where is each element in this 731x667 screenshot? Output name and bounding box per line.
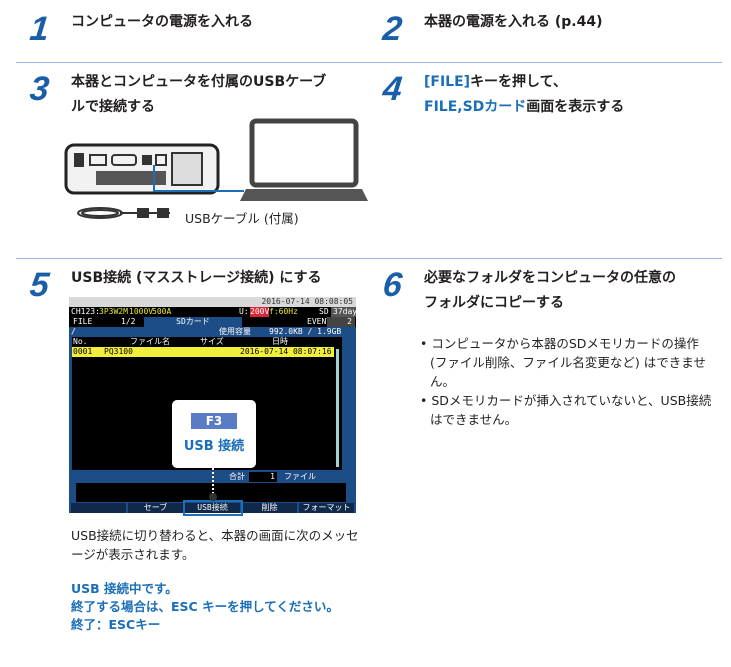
usb-message: USB 接続中です。 終了する場合は、ESC キーを押してください。 終了：ES… xyxy=(71,580,339,634)
voltage-range: 1000V xyxy=(129,307,154,316)
page-indicator: 1/2 xyxy=(121,317,136,326)
step-6-title-line2: フォルダにコピーする xyxy=(424,295,564,311)
step-5-body: USB接続に切り替わると、本器の画面に次のメッセージが表示されます。 xyxy=(71,528,359,562)
step-number-1: 1 xyxy=(28,10,51,48)
usage-value: 992.0KB / 1.9GB xyxy=(269,327,342,336)
step-6-notes: • コンピュータから本器のSDメモリカードの操作 (ファイル削除、ファイル名変更… xyxy=(420,334,716,429)
u-label: U: xyxy=(239,307,249,316)
sd-days: 37days xyxy=(331,307,356,317)
message-line: 終了する場合は、ESC キーを押してください。 xyxy=(71,599,339,614)
path: / xyxy=(71,327,76,336)
message-area xyxy=(76,483,346,502)
message-line: USB 接続中です。 xyxy=(71,581,178,596)
note-item: • SDメモリカードが挿入されていないと、USB接続はできません。 xyxy=(420,393,712,427)
note-item: • コンピュータから本器のSDメモリカードの操作 (ファイル削除、ファイル名変更… xyxy=(420,336,706,389)
file-name: PQ3100 xyxy=(104,347,133,356)
total-value: 1 xyxy=(249,472,277,482)
usb-connection-illustration xyxy=(64,118,368,219)
message-line: 終了：ESCキー xyxy=(71,617,161,632)
f3-key-icon: F3 xyxy=(191,413,237,429)
f3-callout: F3 USB 接続 xyxy=(172,400,256,468)
step-1-title: コンピュータの電源を入れる xyxy=(71,14,253,30)
step-number-2: 2 xyxy=(381,10,404,48)
step-3-title: 本器とコンピュータを付属のUSBケーブルで接続する xyxy=(71,70,326,120)
callout-connector xyxy=(212,468,214,498)
step-5-title: USB接続 (マスストレージ接続) にする xyxy=(71,270,322,286)
wiring: 3P3W2M xyxy=(99,307,128,316)
tab-sd-card[interactable]: SDカード xyxy=(144,317,242,327)
step-number-5: 5 xyxy=(28,266,51,304)
step-3-title-line1: 本器とコンピュータを付属のUSBケーブ xyxy=(71,74,327,90)
note-text: SDメモリカードが挿入されていないと、USB接続はできません。 xyxy=(430,393,712,427)
file-key: [FILE] xyxy=(424,74,471,90)
f3-highlight xyxy=(183,500,243,516)
divider xyxy=(16,258,722,259)
callout-dot xyxy=(209,493,217,501)
file-no: 0001 xyxy=(73,347,93,356)
screen-datetime: 2016-07-14 08:08:05 xyxy=(69,297,356,307)
column-file-name: ファイル名 xyxy=(130,337,170,346)
frequency: f:60Hz xyxy=(269,307,298,316)
laptop-icon xyxy=(240,118,368,201)
note-text: コンピュータから本器のSDメモリカードの操作 (ファイル削除、ファイル名変更など… xyxy=(430,336,706,389)
callout-label: USB 接続 xyxy=(183,439,245,454)
event-label: EVENT xyxy=(307,317,332,326)
divider xyxy=(16,62,722,63)
instrument-rear-panel-icon xyxy=(64,143,220,195)
file-row[interactable]: 0001 PQ3100 2016-07-14 08:07:16 xyxy=(72,347,334,357)
f1-key[interactable] xyxy=(71,503,126,513)
step-number-3: 3 xyxy=(28,70,51,108)
sd-label: SD xyxy=(319,307,329,316)
step-3-title-line2: ルで接続する xyxy=(71,99,155,115)
event-value: 2 xyxy=(327,317,355,327)
f5-format-key[interactable]: フォーマット xyxy=(299,503,354,513)
column-date: 日時 xyxy=(272,337,288,346)
step-number-4: 4 xyxy=(381,70,404,108)
f4-delete-key[interactable]: 削除 xyxy=(242,503,297,513)
current-range: 500A xyxy=(152,307,172,316)
step-6-title-line1: 必要なフォルダをコンピュータの任意の xyxy=(424,270,676,286)
step-4-text-end: 画面を表示する xyxy=(526,99,625,115)
scrollbar[interactable] xyxy=(336,349,339,467)
column-no: No. xyxy=(73,337,88,346)
channel-label: CH123: xyxy=(71,307,100,316)
column-size: サイズ xyxy=(200,337,224,346)
f2-save-key[interactable]: セーブ xyxy=(128,503,183,513)
usage-label: 使用容量 xyxy=(219,327,251,336)
tab-file[interactable]: FILE xyxy=(73,317,93,326)
total-unit: ファイル xyxy=(284,472,316,481)
f3-usb-key[interactable]: USB接続 xyxy=(185,503,240,513)
usb-cable-icon xyxy=(77,207,170,219)
step-6-title: 必要なフォルダをコンピュータの任意のフォルダにコピーする xyxy=(424,266,676,316)
step-4-text: キーを押して、 xyxy=(470,74,567,90)
usb-cable-label: USBケーブル (付属) xyxy=(185,211,299,226)
u-value: 200V xyxy=(250,307,270,317)
total-label: 合計 xyxy=(229,472,245,481)
file-date: 2016-07-14 08:07:16 xyxy=(240,347,332,356)
file-sd-screen-name: FILE,SDカード xyxy=(424,99,527,115)
step-4-title: [FILE]キーを押して、 FILE,SDカード画面を表示する xyxy=(424,70,624,120)
step-2-title: 本器の電源を入れる (p.44) xyxy=(424,14,603,30)
step-number-6: 6 xyxy=(381,266,404,304)
